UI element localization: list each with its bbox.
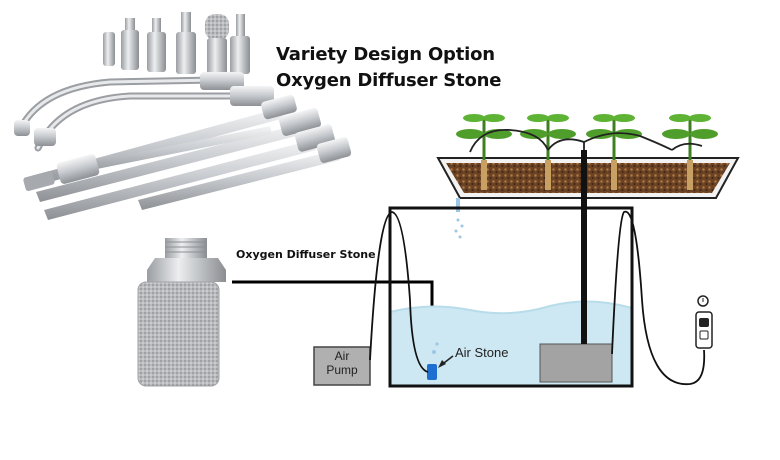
air-pump [313, 346, 371, 386]
air-stone-label: Air Stone [455, 345, 509, 360]
timer-outlet [695, 295, 713, 349]
water-drops [454, 198, 464, 239]
plants [456, 114, 718, 160]
riser-pipe [581, 150, 587, 344]
air-tube [369, 211, 429, 373]
title-line-1: Variety Design Option [276, 44, 495, 65]
water-pump [539, 343, 613, 383]
air-pump-label: Air Pump [326, 349, 358, 377]
diffuser-callout-label: Oxygen Diffuser Stone [236, 248, 376, 261]
long-tubes [23, 94, 352, 220]
drip-lines [469, 129, 703, 156]
power-cord [611, 210, 706, 385]
diffuser-tubes-photo [14, 12, 352, 220]
hydroponic-diagram [313, 114, 740, 388]
air-stone [427, 364, 437, 380]
title-line-2: Oxygen Diffuser Stone [276, 70, 502, 91]
grow-tray [436, 157, 740, 199]
small-fittings [103, 12, 250, 74]
diffuser-stone-photo [137, 238, 226, 387]
